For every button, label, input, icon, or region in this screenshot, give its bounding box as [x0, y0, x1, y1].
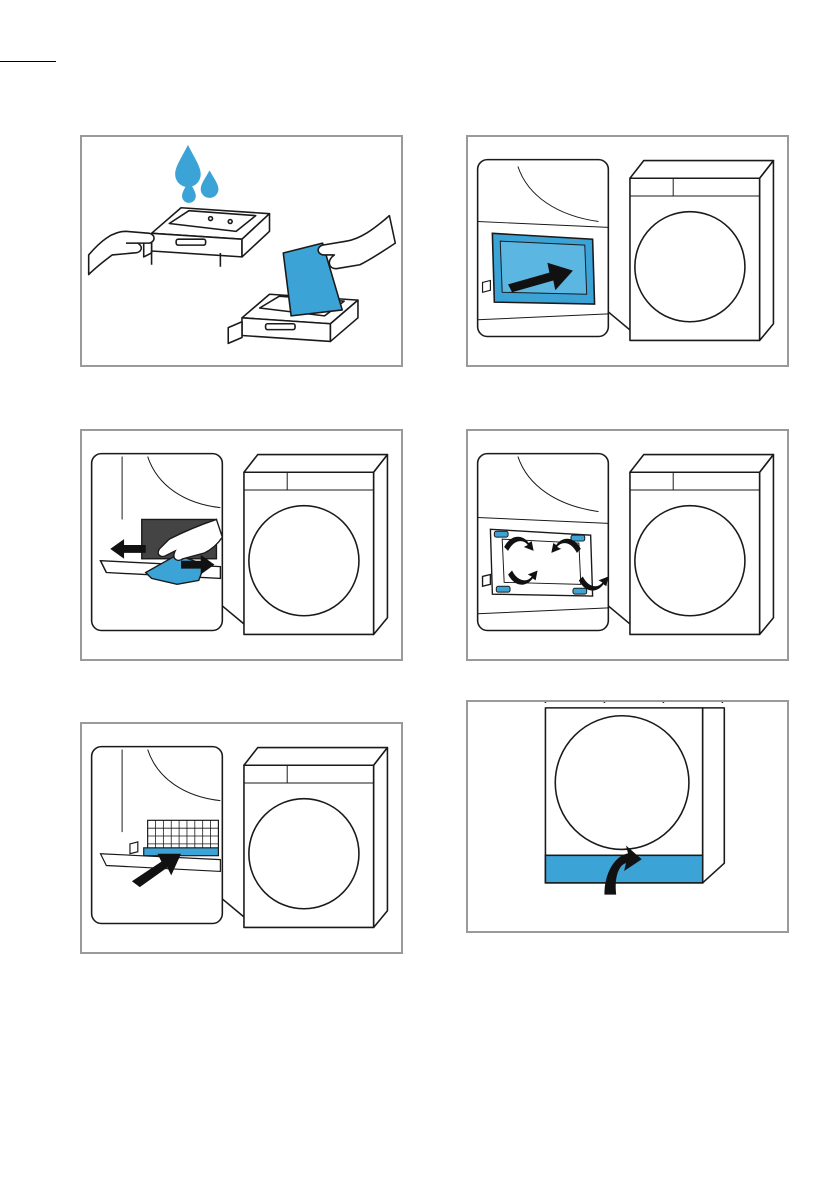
- illustration-insert-drawer: [82, 724, 401, 952]
- panel-lock-filter-levers: [466, 429, 789, 661]
- panel-insert-filter-drawer: [80, 722, 403, 954]
- filter-drawer-icon: [144, 208, 270, 267]
- filter-cover-icon: [483, 233, 595, 304]
- panel-rinse-filter-drawer: [80, 135, 403, 367]
- water-drops-icon: [175, 145, 218, 203]
- dryer-icon: [630, 455, 773, 635]
- dryer-icon: [630, 161, 773, 341]
- panel-wipe-filter-compartment: [80, 429, 403, 661]
- illustration-lock-levers: [468, 431, 787, 659]
- illustration-rinse-filter: [82, 137, 401, 365]
- panel-insert-filter-cover: [466, 135, 789, 367]
- illustration-wipe-compartment: [82, 431, 401, 659]
- dryer-icon: [244, 748, 387, 928]
- panel-close-base-flap: [466, 700, 789, 933]
- illustration-insert-filter-cover: [468, 137, 787, 365]
- dryer-icon: [244, 455, 387, 635]
- illustration-close-flap: [468, 702, 787, 931]
- dotted-edge: [544, 702, 723, 703]
- hand-icon: [318, 216, 395, 269]
- crop-mark: [0, 61, 56, 62]
